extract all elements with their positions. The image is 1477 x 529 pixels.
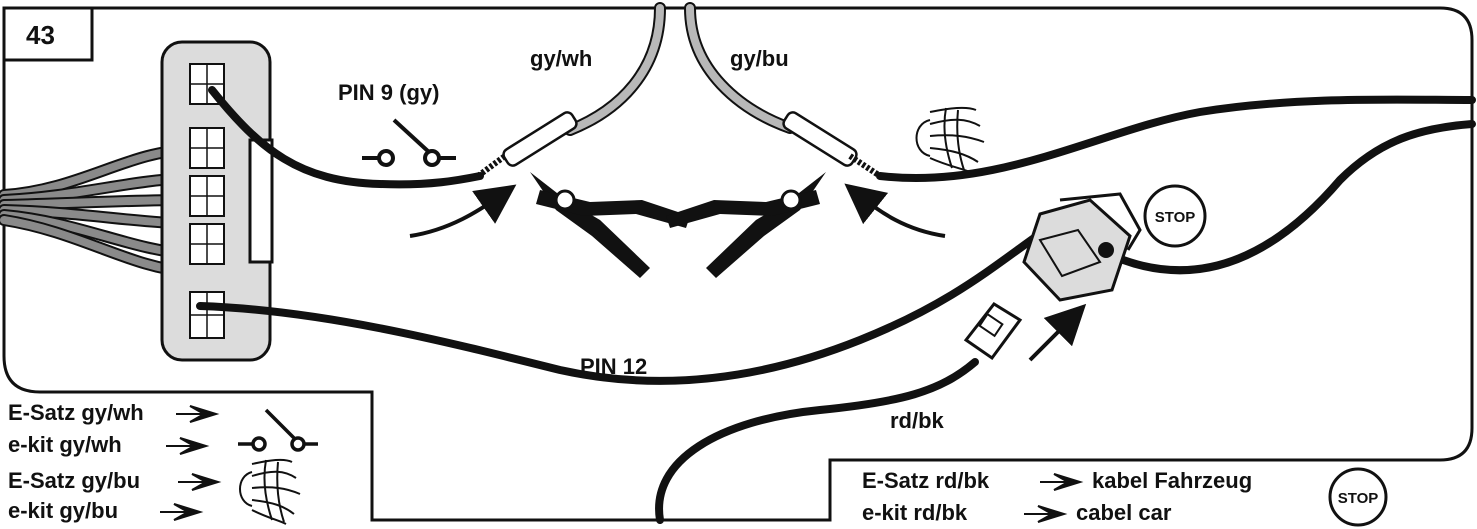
frame-outline	[2, 6, 1474, 522]
legend-right-row-1-suffix: kabel Fahrzeug	[1092, 468, 1252, 493]
legend-right-row-2-prefix: e-kit rd/bk	[862, 500, 968, 525]
arrow-icon	[176, 405, 220, 423]
arrow-icon	[1024, 505, 1068, 523]
crimp-arrow-right	[844, 183, 946, 238]
pin12-wire	[196, 216, 1064, 385]
pin12-label: PIN 12	[580, 354, 647, 379]
wire-gy-wh-label: gy/wh	[530, 46, 592, 71]
legend-left-row-2: e-kit gy/wh	[8, 432, 122, 457]
pin9-wire	[208, 86, 484, 189]
step-number-box: 43	[2, 6, 94, 62]
butt-connector-right	[782, 111, 882, 179]
legend-right-row-1-prefix: E-Satz rd/bk	[862, 468, 990, 493]
vehicle-cable-upper	[876, 95, 1476, 183]
vehicle-cable-lower	[1096, 120, 1476, 275]
legend-left-row-1: E-Satz gy/wh	[8, 400, 144, 425]
legend-left-row-3: E-Satz gy/bu	[8, 468, 140, 493]
crimping-pliers-left-icon	[530, 172, 690, 278]
legend-right: E-Satz rd/bk kabel Fahrzeug e-kit rd/bk …	[862, 467, 1388, 527]
switch-icon	[238, 408, 318, 452]
lamp-icon	[239, 458, 301, 525]
arrow-icon	[178, 473, 222, 491]
butt-connector-left	[476, 111, 578, 179]
crimp-arrow-left	[409, 184, 517, 238]
step-number: 43	[26, 20, 55, 50]
wire-rd-bk-label: rd/bk	[890, 408, 945, 433]
flat-terminal	[963, 302, 1023, 361]
stop-icon: STOP	[1328, 467, 1388, 527]
legend-left: E-Satz gy/wh e-kit gy/wh E-Satz gy/bu e-…	[8, 400, 318, 525]
plug-arrow	[1028, 303, 1087, 362]
rd-bk-wire	[655, 358, 979, 524]
crimping-pliers-right-icon	[666, 172, 826, 278]
arrow-icon	[160, 503, 204, 521]
legend-stop-label: STOP	[1338, 490, 1379, 507]
vehicle-plug	[1022, 192, 1142, 302]
wire-gy-bu-label: gy/bu	[730, 46, 789, 71]
switch-icon	[362, 118, 456, 167]
grey-wires-top	[564, 2, 796, 136]
arrow-icon	[166, 437, 210, 455]
pin9-label: PIN 9 (gy)	[338, 80, 439, 105]
stop-label: STOP	[1155, 209, 1196, 226]
lamp-icon	[915, 106, 985, 173]
stop-icon: STOP	[1143, 184, 1207, 248]
arrow-icon	[1040, 473, 1084, 491]
legend-left-row-4: e-kit gy/bu	[8, 498, 118, 523]
legend-right-row-2-suffix: cabel car	[1076, 500, 1172, 525]
